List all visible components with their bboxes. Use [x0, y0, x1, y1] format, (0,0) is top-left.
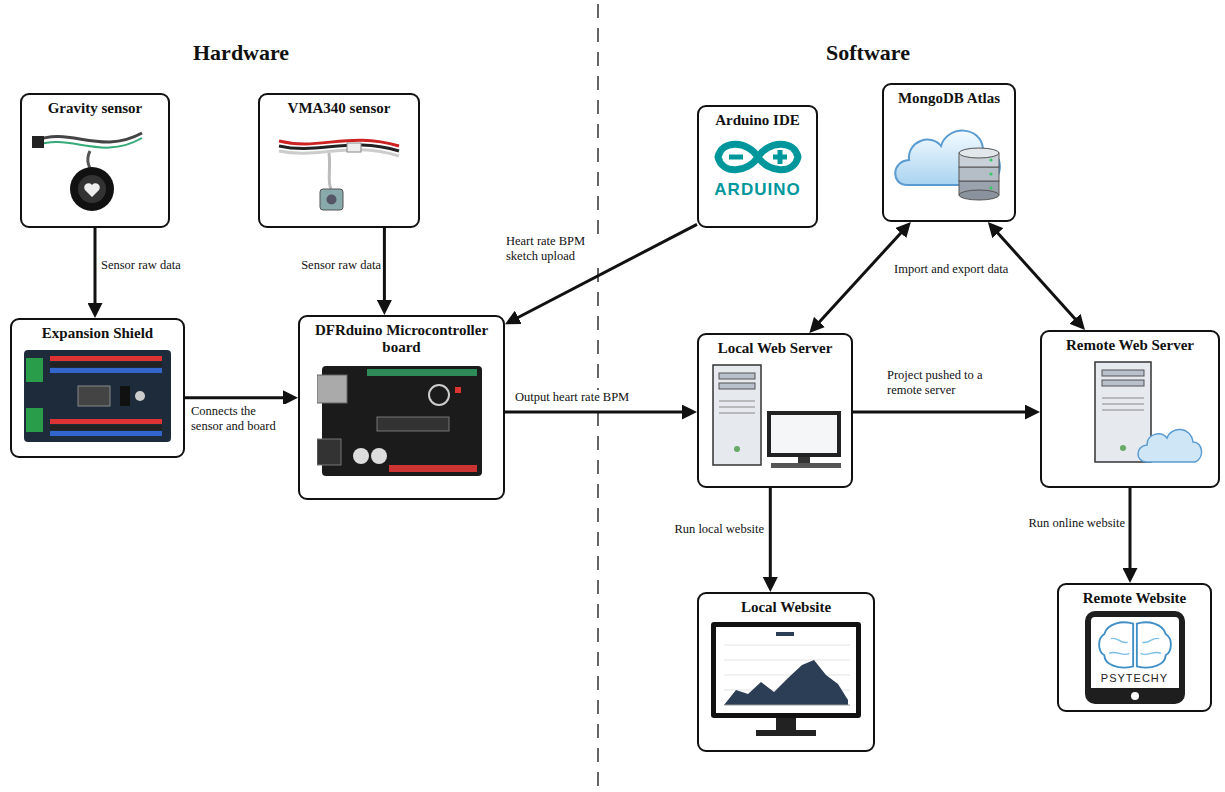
mongo-illustration [889, 111, 1009, 206]
ard-illustration [708, 133, 808, 181]
edge-label: Sensor raw data [100, 258, 182, 273]
dfr-illustration [317, 361, 487, 481]
shield-box: Expansion Shield [10, 318, 185, 458]
arrow-connector [94, 228, 97, 312]
box-title: Expansion Shield [42, 325, 153, 342]
arrow-connector [185, 396, 292, 399]
box-title: Local Website [741, 599, 831, 616]
website-box: Local Website [697, 592, 875, 752]
edge-label: Run online website [1016, 516, 1126, 531]
server-box: Local Web Server [697, 333, 853, 488]
grav-illustration [30, 121, 160, 216]
lsite-illustration [706, 620, 866, 740]
software-box: Arduino IDE ARDUINO [697, 105, 818, 228]
home-button [1131, 692, 1139, 700]
sensor-box: VMA340 sensor [258, 93, 420, 228]
screen-text: PSYTECHY [1101, 672, 1168, 685]
box-title: Remote Website [1083, 590, 1186, 607]
arrow-connector [813, 226, 906, 328]
box-title: Arduino IDE [715, 112, 800, 129]
lserver-illustration [705, 361, 845, 471]
edge-label: Connects the sensor and board [190, 404, 288, 434]
edge-label: Import and export data [893, 262, 1009, 277]
arrow-connector [853, 411, 1034, 414]
edge-label: Output heart rate BPM [514, 390, 630, 405]
section-heading: Hardware [193, 40, 289, 66]
shield-illustration [20, 346, 175, 446]
rserver-illustration [1055, 358, 1205, 468]
arrow-connector [1129, 488, 1132, 577]
box-title: VMA340 sensor [288, 100, 391, 117]
section-heading: Software [826, 40, 910, 66]
sensor-box: Gravity sensor [20, 93, 170, 228]
box-title: Local Web Server [718, 340, 833, 357]
arrow-connector [383, 228, 386, 309]
edge-label: Run local website [655, 522, 765, 537]
box-title: Remote Web Server [1066, 337, 1194, 354]
database-box: MongoDB Atlas [882, 83, 1016, 222]
logo-text: ARDUINO [714, 181, 800, 200]
box-title: MongoDB Atlas [898, 90, 1000, 107]
edge-label: Sensor raw data [280, 258, 382, 273]
box-title: Gravity sensor [48, 100, 143, 117]
board-box: DFRduino Microcontroller board [298, 315, 505, 500]
vma-illustration [269, 121, 409, 216]
tablet-illustration: PSYTECHY [1085, 611, 1185, 704]
server-box: Remote Web Server [1040, 330, 1220, 488]
edge-label: Heart rate BPM sketch upload [505, 234, 605, 264]
arrow-connector [769, 488, 772, 586]
arrow-connector [505, 411, 691, 414]
edge-label: Project pushed to a remote server [886, 368, 984, 398]
website-box: Remote WebsitePSYTECHY [1057, 583, 1212, 712]
box-title: DFRduino Microcontroller board [304, 322, 499, 357]
